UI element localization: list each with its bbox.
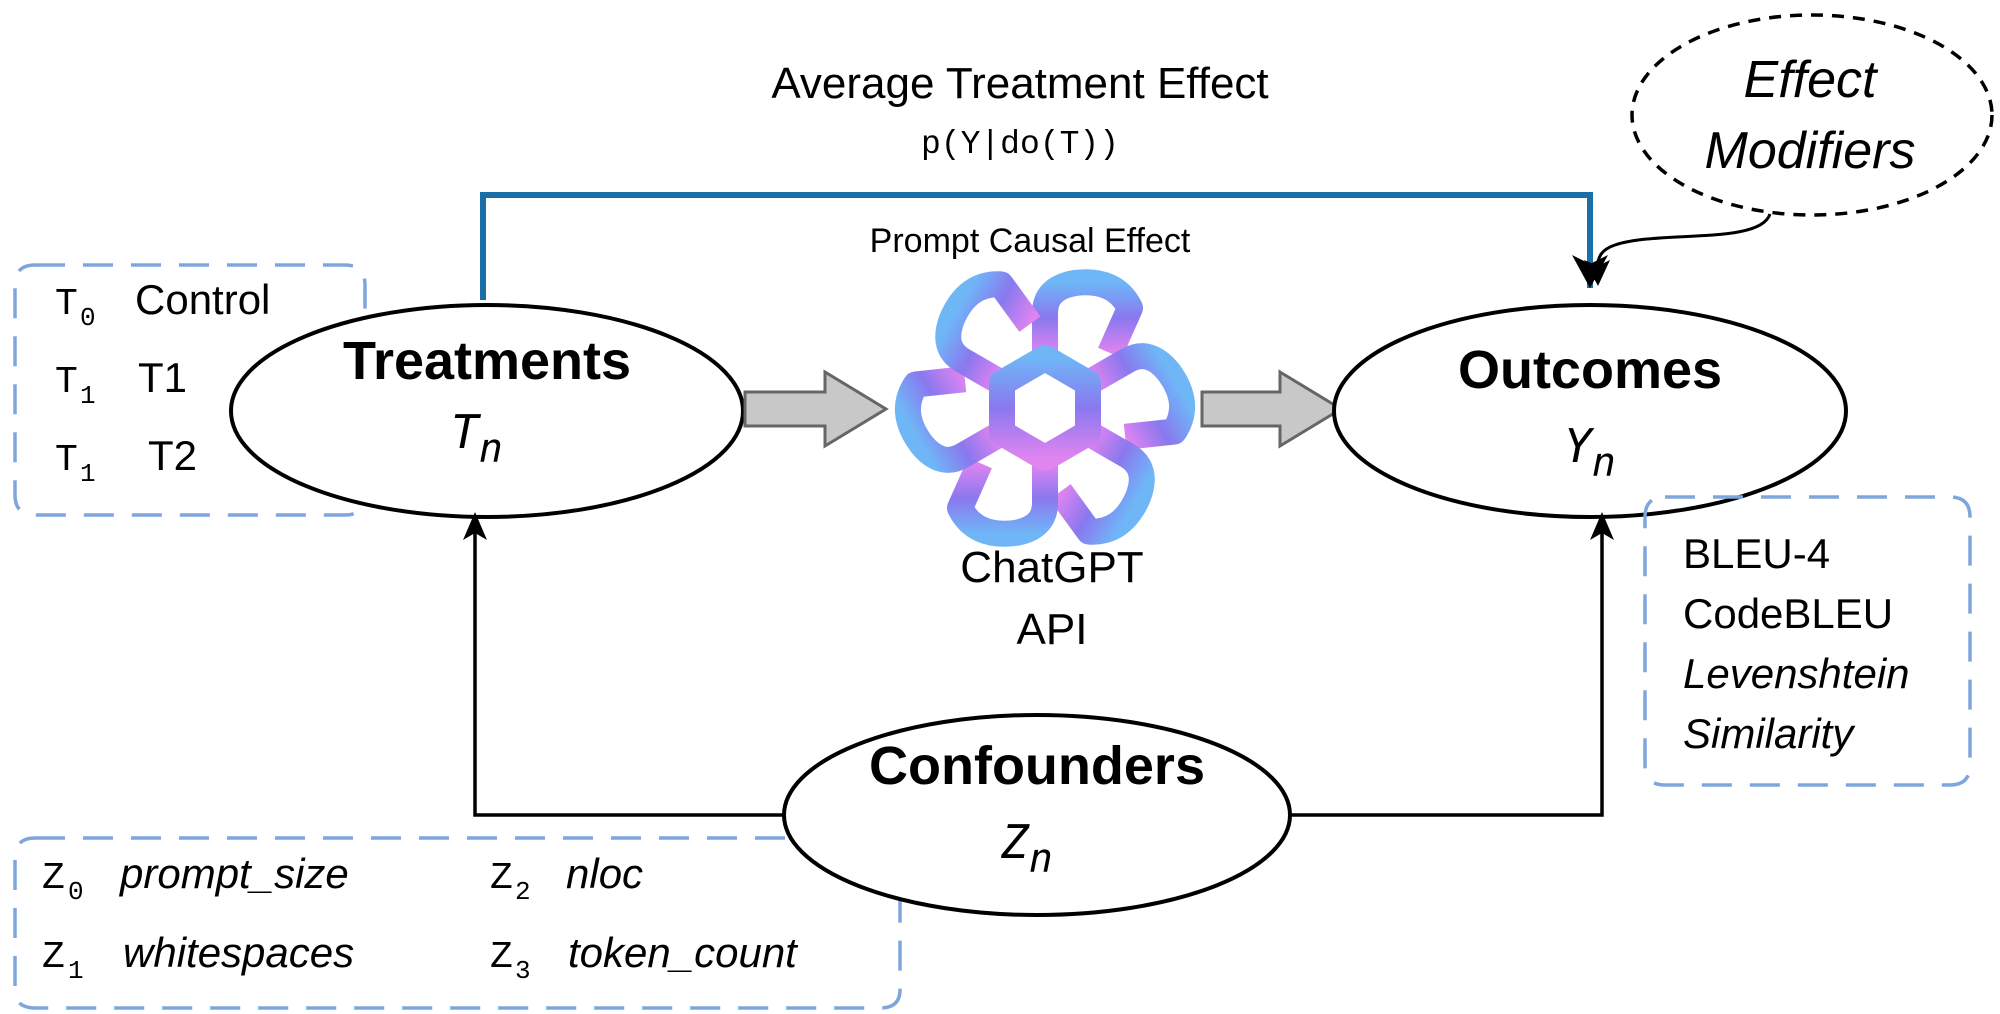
treatments-title: Treatments bbox=[343, 331, 631, 391]
outcomes-box bbox=[1643, 495, 1972, 787]
confounders-var-subscript: n bbox=[1029, 836, 1053, 882]
treatment-idx-2: 1 bbox=[80, 459, 96, 489]
treatments-var-subscript: n bbox=[479, 426, 503, 472]
treatment-item-0: T 0 Control bbox=[55, 276, 270, 333]
treatments-node bbox=[229, 303, 745, 519]
confounder-to-treatments-head bbox=[463, 512, 487, 540]
confounder-idx-3: 3 bbox=[515, 956, 531, 986]
effect-modifiers-node bbox=[1630, 13, 1994, 217]
confounder-to-outcomes-head bbox=[1590, 512, 1614, 540]
model-line1: ChatGPT bbox=[960, 543, 1143, 592]
metric-similarity: Similarity bbox=[1683, 710, 1856, 757]
confounders-node bbox=[782, 713, 1292, 917]
modifier-arrow bbox=[1595, 213, 1772, 269]
ate-formula: p(Y|do(T)) bbox=[921, 126, 1119, 163]
confounder-to-outcomes-arrow bbox=[1285, 522, 1604, 817]
ate-title: Average Treatment Effect bbox=[771, 59, 1268, 108]
confounder-item-3: Z 3 token_count bbox=[490, 929, 799, 986]
block-arrow-right bbox=[1200, 369, 1344, 449]
metric-levenshtein: Levenshtein bbox=[1683, 650, 1910, 697]
treatment-idx-1: 1 bbox=[80, 381, 96, 411]
confounder-sym-3: Z bbox=[490, 936, 513, 979]
outcomes-var-subscript: n bbox=[1592, 440, 1616, 486]
metric-bleu4: BLEU-4 bbox=[1683, 530, 1830, 577]
outcomes-title: Outcomes bbox=[1458, 340, 1722, 400]
treatment-sym-0: T bbox=[55, 283, 78, 326]
confounder-idx-0: 0 bbox=[68, 877, 84, 907]
confounder-idx-1: 1 bbox=[68, 956, 84, 986]
treatment-idx-0: 0 bbox=[80, 303, 96, 333]
confounder-item-2: Z 2 nloc bbox=[490, 850, 643, 907]
metric-codebleu: CodeBLEU bbox=[1683, 590, 1893, 637]
model-line2: API bbox=[1017, 605, 1088, 654]
ate-arrow bbox=[480, 192, 1593, 300]
confounders-var-symbol: Z bbox=[1000, 815, 1030, 869]
effect-modifiers-line2: Modifiers bbox=[1705, 122, 1916, 180]
treatment-item-2: T 1 T2 bbox=[55, 432, 197, 489]
confounder-sym-2: Z bbox=[490, 857, 513, 900]
confounders-var: Zn bbox=[1000, 815, 1053, 882]
confounder-label-1: whitespaces bbox=[123, 929, 354, 976]
outcomes-var: Yn bbox=[1564, 419, 1616, 486]
treatment-sym-2: T bbox=[55, 439, 78, 482]
confounder-item-0: Z 0 prompt_size bbox=[42, 850, 349, 907]
block-arrow-left bbox=[743, 369, 889, 449]
confounder-sym-1: Z bbox=[42, 936, 65, 979]
prompt-effect-label: Prompt Causal Effect bbox=[870, 222, 1191, 260]
effect-modifiers-line1: Effect bbox=[1744, 51, 1879, 109]
treatment-item-1: T 1 T1 bbox=[55, 354, 187, 411]
treatment-label-1: T1 bbox=[138, 354, 187, 401]
treatments-var: Tn bbox=[451, 405, 503, 472]
confounder-to-treatments-arrow bbox=[473, 522, 790, 817]
treatment-label-2: T2 bbox=[148, 432, 197, 479]
confounders-title: Confounders bbox=[869, 736, 1205, 796]
treatment-sym-1: T bbox=[55, 361, 78, 404]
outcomes-var-symbol: Y bbox=[1564, 419, 1595, 473]
treatments-box bbox=[13, 263, 367, 517]
confounder-sym-0: Z bbox=[42, 857, 65, 900]
confounder-label-3: token_count bbox=[568, 929, 799, 976]
outcomes-node bbox=[1332, 303, 1848, 519]
treatment-label-0: Control bbox=[135, 276, 270, 323]
treatments-var-symbol: T bbox=[451, 405, 481, 459]
modifier-arrowhead bbox=[1584, 260, 1610, 286]
chatgpt-logo-icon bbox=[894, 269, 1196, 547]
confounder-idx-2: 2 bbox=[515, 877, 531, 907]
confounder-label-2: nloc bbox=[566, 850, 643, 897]
confounder-label-0: prompt_size bbox=[118, 850, 349, 897]
confounder-item-1: Z 1 whitespaces bbox=[42, 929, 354, 986]
